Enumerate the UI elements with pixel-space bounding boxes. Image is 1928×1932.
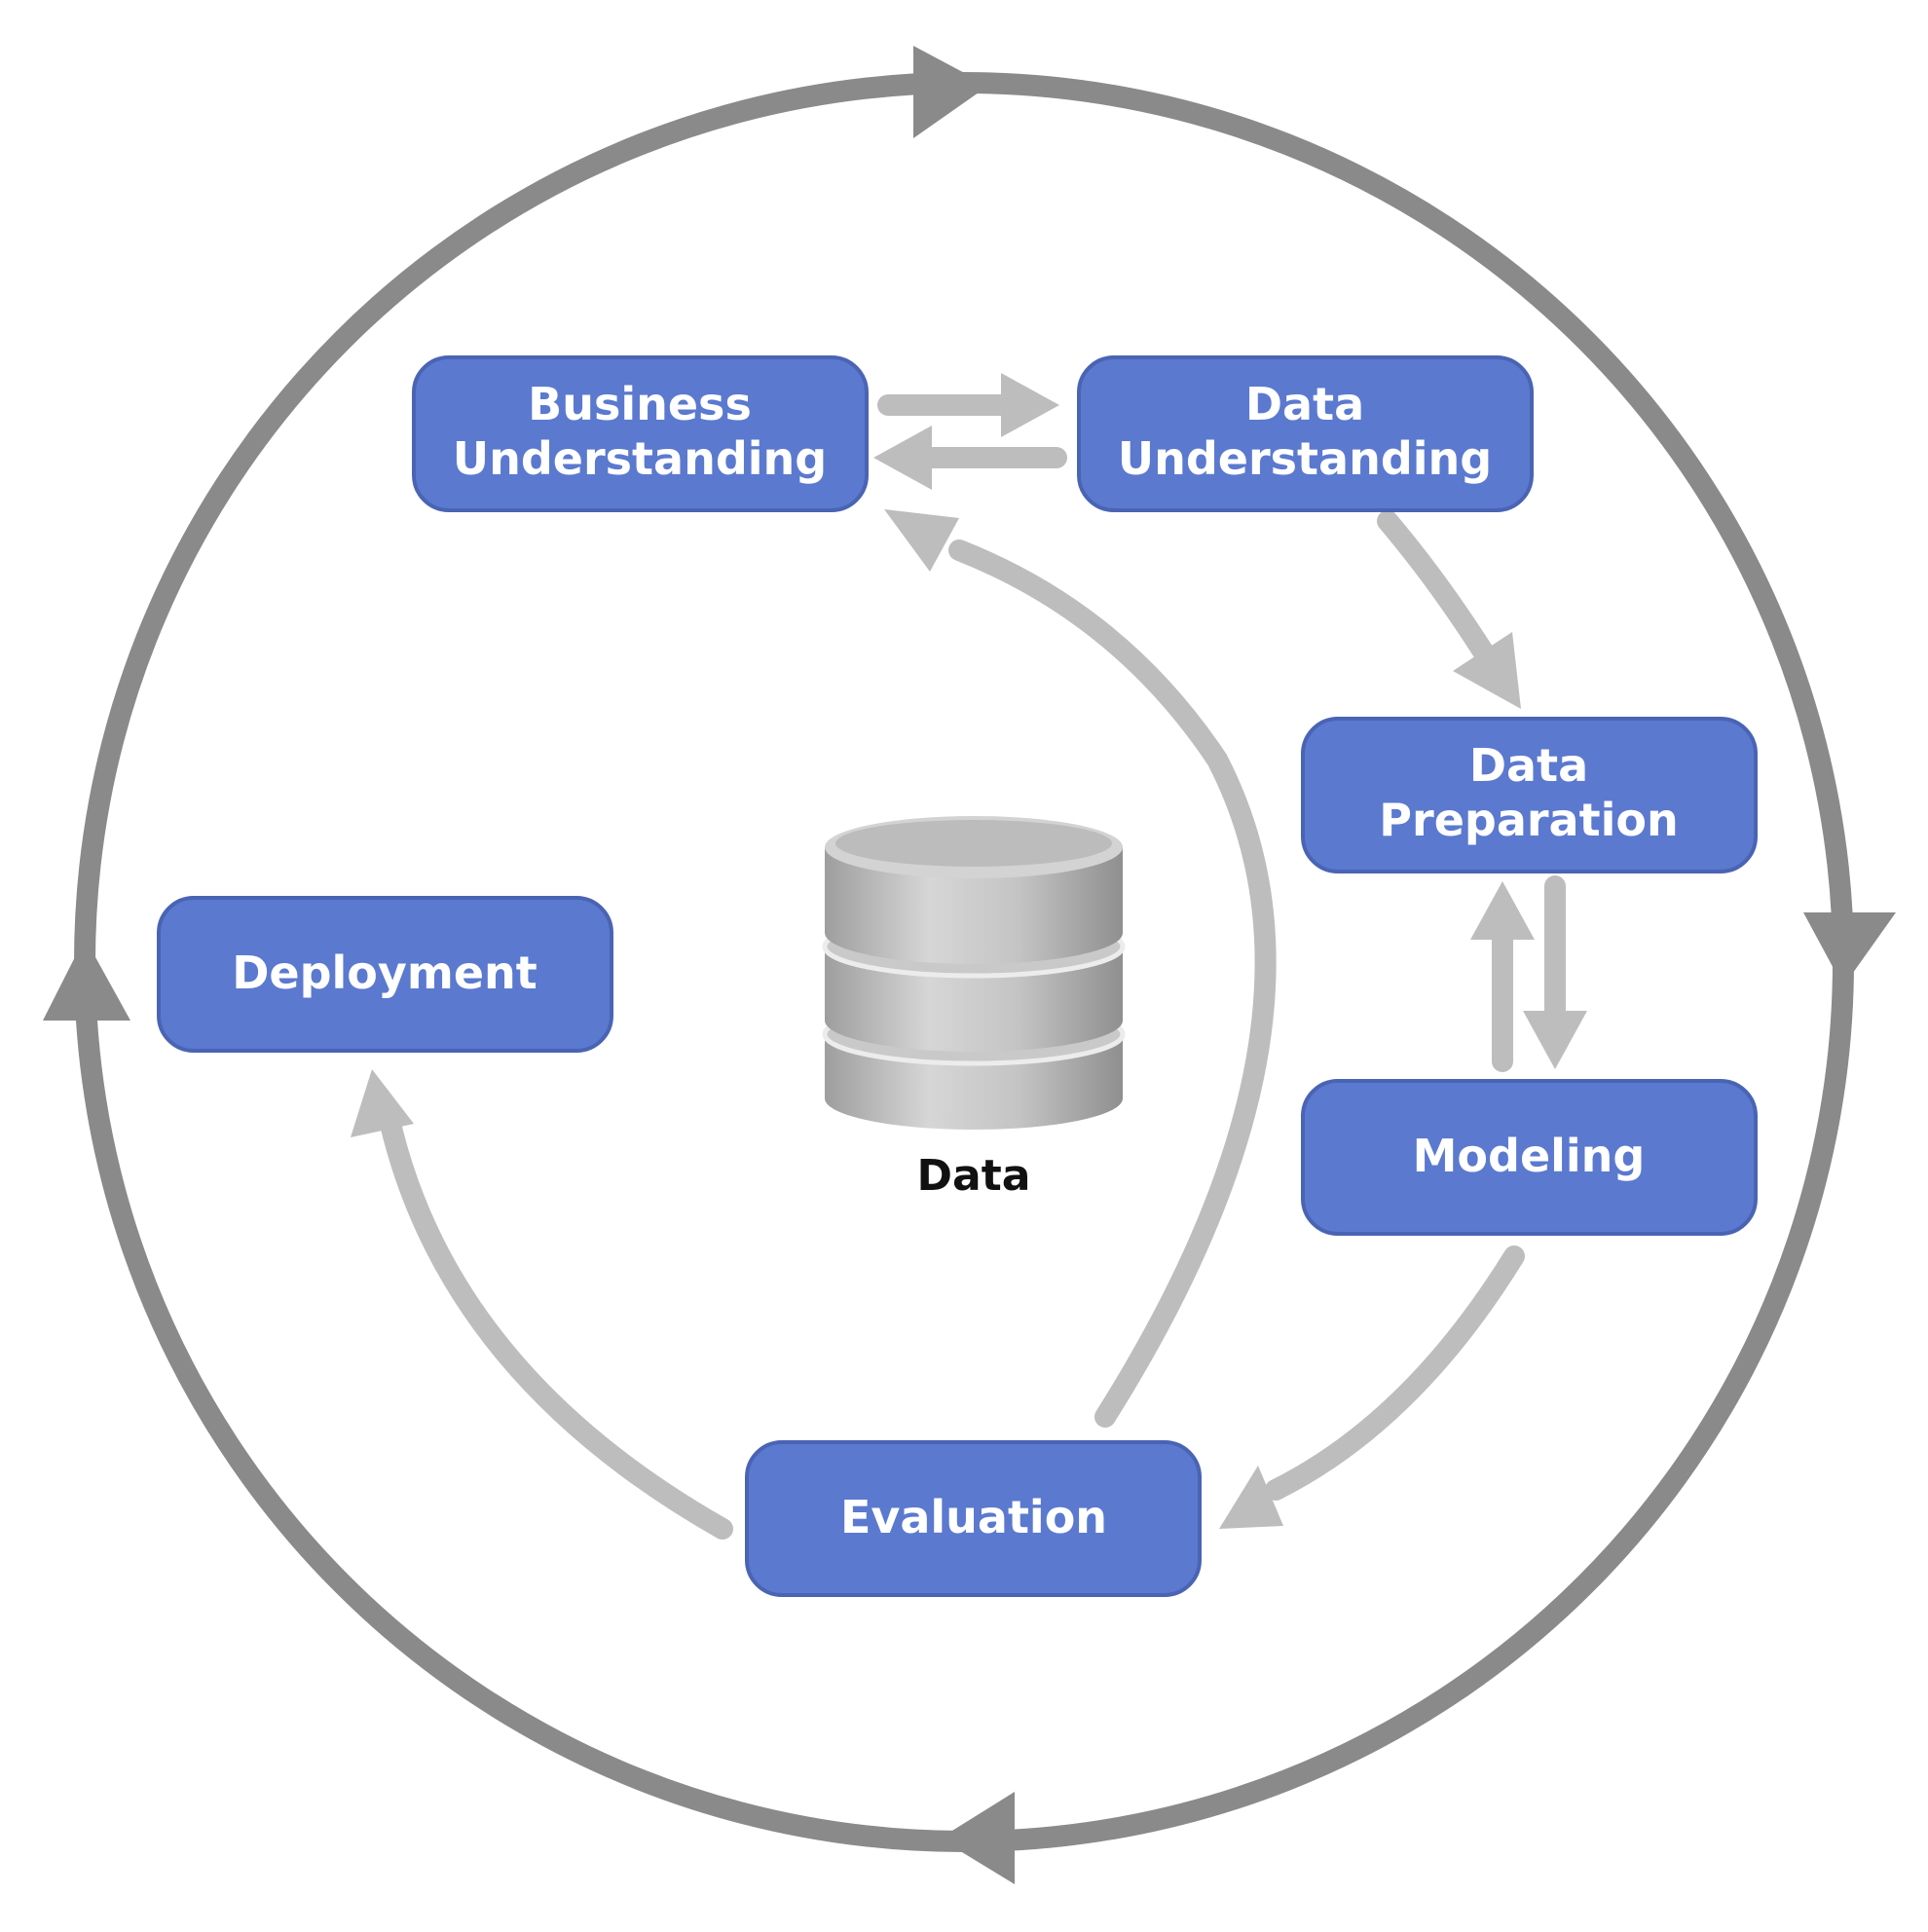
outer-arrowhead-top: [913, 46, 988, 138]
business-understanding-line1: Business: [528, 378, 752, 430]
arrow-evaluation-to-deployment: [351, 1069, 733, 1540]
outer-arrowhead-right: [1803, 912, 1896, 986]
phase-evaluation: Evaluation: [745, 1440, 1202, 1597]
phase-data-preparation: Data Preparation: [1301, 717, 1758, 873]
outer-arrowhead-left: [43, 938, 130, 1021]
deployment-label: Deployment: [232, 947, 538, 999]
arrow-business-to-data-understanding: [877, 373, 1059, 437]
arrow-evaluation-to-business: [884, 509, 1277, 1428]
arrow-modeling-to-evaluation: [1219, 1245, 1525, 1529]
phase-data-understanding: Data Understanding: [1077, 355, 1534, 512]
arrow-data-understanding-to-business: [873, 426, 1067, 490]
arrow-modeling-to-preparation: [1470, 881, 1535, 1072]
phase-business-understanding: Business Understanding: [412, 355, 869, 512]
arrow-data-understanding-to-preparation: [1377, 510, 1521, 709]
data-understanding-line1: Data: [1245, 378, 1364, 430]
data-preparation-line1: Data: [1469, 739, 1588, 792]
database-icon: [822, 816, 1126, 1130]
data-label: Data: [917, 1151, 1031, 1201]
modeling-label: Modeling: [1413, 1130, 1646, 1182]
outer-arrowhead-bottom: [940, 1792, 1015, 1884]
evaluation-label: Evaluation: [840, 1491, 1107, 1543]
business-understanding-line2: Understanding: [453, 432, 827, 485]
phase-modeling: Modeling: [1301, 1079, 1758, 1236]
data-preparation-line2: Preparation: [1379, 794, 1678, 846]
phase-deployment: Deployment: [157, 896, 613, 1053]
arrow-preparation-to-modeling: [1523, 875, 1587, 1069]
data-understanding-line2: Understanding: [1118, 432, 1492, 485]
